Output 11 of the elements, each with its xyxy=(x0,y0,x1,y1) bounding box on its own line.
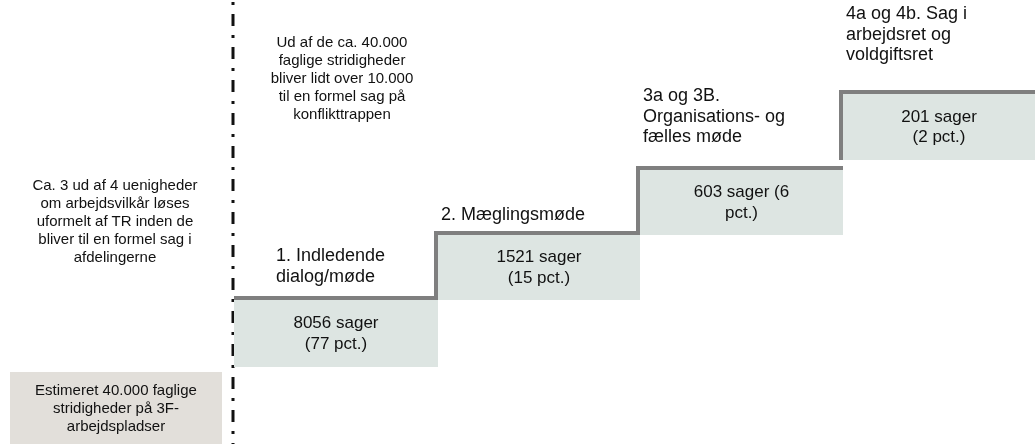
step-box: 201 sager (2 pct.) xyxy=(839,90,1035,160)
note-text: Ud af de ca. 40.000 faglige stridigheder bliver lidt over 10.000 til en formel sag på konflikttrappen xyxy=(270,33,414,123)
summary-box: Estimeret 40.000 faglige stridigheder på 3F-arbejdspladser xyxy=(10,372,222,444)
note-text: Ca. 3 ud af 4 uenigheder om arbejdsvilkår løses uformelt af TR inden de bliver til en formel sag i afdelingerne xyxy=(31,176,199,266)
step-box: 8056 sager (77 pct.) xyxy=(234,296,438,367)
step-box: 603 sager (6 pct.) xyxy=(636,166,843,235)
step-heading: 4a og 4b. Sag i arbejdsret og voldgiftsret xyxy=(846,3,969,66)
step-heading: 1. Indledende dialog/møde xyxy=(276,245,387,287)
step-heading: 2. Mæglingsmøde xyxy=(441,204,587,225)
step-heading: 3a og 3B. Organisations- og fælles møde xyxy=(643,85,787,148)
step-box: 1521 sager (15 pct.) xyxy=(434,231,640,300)
